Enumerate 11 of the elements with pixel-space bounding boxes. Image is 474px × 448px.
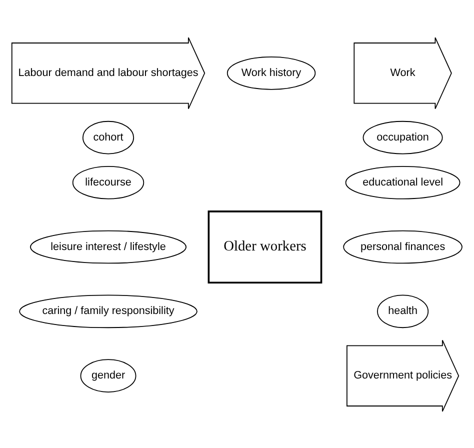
node-ellipse: caring / family responsibility — [19, 294, 198, 328]
node-ellipse: lifecourse — [72, 165, 144, 199]
node-ellipse: health — [377, 294, 429, 328]
node-ellipse: cohort — [82, 120, 134, 154]
node-ellipse: Work history — [226, 56, 316, 90]
node-ellipse: leisure interest / lifestyle — [30, 230, 186, 264]
node-box: Older workers — [208, 210, 322, 283]
node-ellipse: occupation — [362, 120, 443, 154]
node-ellipse: personal finances — [343, 230, 462, 264]
node-ellipse: educational level — [345, 165, 460, 199]
node-ellipse: gender — [80, 358, 136, 392]
